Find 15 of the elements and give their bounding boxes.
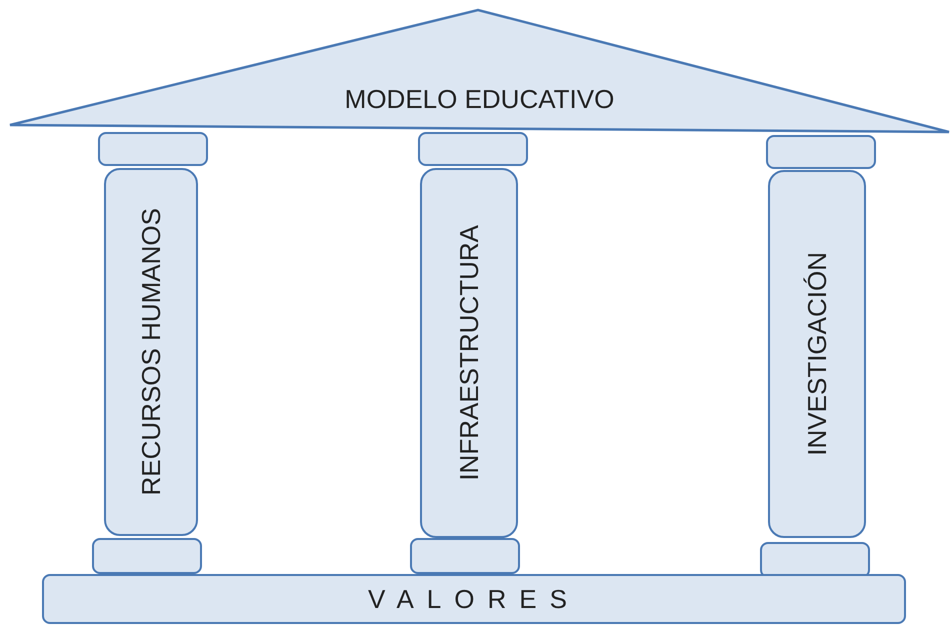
base-label: VALORES xyxy=(368,584,580,614)
base-slab xyxy=(42,574,906,624)
column-label: INVESTIGACIÓN xyxy=(802,252,832,456)
column xyxy=(104,168,198,536)
capital-block xyxy=(418,132,528,166)
capital-block xyxy=(98,132,208,166)
column-label: RECURSOS HUMANOS xyxy=(136,208,166,496)
capital-block xyxy=(766,135,876,169)
capital-block xyxy=(92,538,202,574)
column xyxy=(768,170,866,538)
column xyxy=(420,168,518,538)
column-label: INFRAESTRUCTURA xyxy=(454,225,484,481)
roof-label: MODELO EDUCATIVO xyxy=(344,84,616,115)
capital-block xyxy=(410,538,520,574)
roof-triangle xyxy=(8,8,951,136)
